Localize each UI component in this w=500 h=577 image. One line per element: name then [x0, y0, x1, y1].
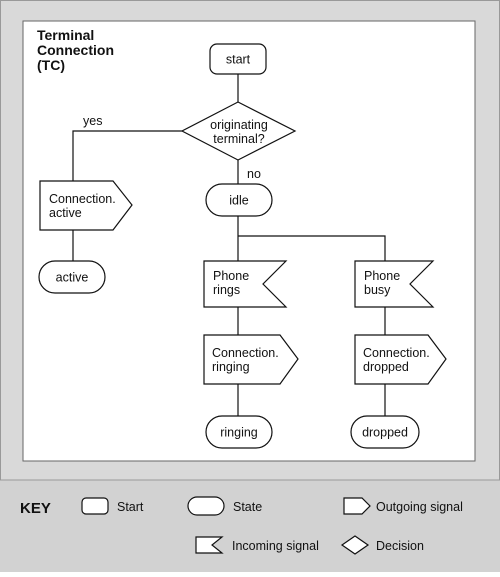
node-active	[38, 260, 106, 294]
edge-idle-to-phonebusy	[238, 235, 386, 261]
node-conn-dropped	[354, 334, 447, 385]
key-decision-label: Decision	[376, 539, 424, 553]
node-phone-busy-line-2: busy	[364, 283, 391, 297]
edge-label-yes: yes	[83, 114, 102, 128]
title-line-3: (TC)	[37, 57, 65, 73]
node-decision-line-2: terminal?	[213, 132, 264, 146]
node-idle	[205, 183, 273, 217]
node-conn-ringing-line-1: Connection.	[212, 346, 279, 360]
node-decision-originating	[180, 101, 297, 161]
key-outgoing-label: Outgoing signal	[376, 500, 463, 514]
node-conn-active	[39, 180, 133, 231]
node-start-label: start	[226, 53, 251, 67]
key-panel	[0, 480, 500, 572]
node-idle-label: idle	[229, 194, 249, 208]
node-conn-dropped-line-2: dropped	[363, 360, 409, 374]
key-start-symbol	[81, 497, 109, 515]
key-incoming-label: Incoming signal	[232, 539, 319, 553]
node-phone-busy	[354, 260, 435, 308]
key-outgoing-symbol	[343, 497, 371, 515]
node-ringing-label: ringing	[220, 426, 258, 440]
node-phone-rings-line-2: rings	[213, 283, 240, 297]
edge-label-no: no	[247, 167, 261, 181]
node-conn-dropped-line-1: Connection.	[363, 346, 430, 360]
node-phone-busy-line-1: Phone	[364, 269, 400, 283]
key-start-label: Start	[117, 500, 144, 514]
node-start	[209, 43, 267, 75]
node-conn-ringing-line-2: ringing	[212, 360, 250, 374]
node-ringing	[205, 415, 273, 449]
title-line-1: Terminal	[37, 27, 94, 43]
node-dropped-label: dropped	[362, 426, 408, 440]
node-active-label: active	[56, 271, 89, 285]
key-title: KEY	[20, 500, 51, 517]
diagram-panel	[22, 20, 476, 462]
key-state-symbol	[187, 496, 225, 516]
node-decision-line-1: originating	[210, 118, 268, 132]
node-conn-active-line-1: Connection.	[49, 192, 116, 206]
key-incoming-symbol	[195, 536, 224, 554]
node-phone-rings	[203, 260, 288, 308]
node-conn-active-line-2: active	[49, 206, 82, 220]
key-state-label: State	[233, 500, 262, 514]
key-decision-symbol	[340, 535, 370, 555]
title-line-2: Connection	[37, 42, 114, 58]
node-phone-rings-line-1: Phone	[213, 269, 249, 283]
node-dropped	[350, 415, 420, 449]
edge-decision-yes	[72, 130, 182, 181]
node-conn-ringing	[203, 334, 299, 385]
